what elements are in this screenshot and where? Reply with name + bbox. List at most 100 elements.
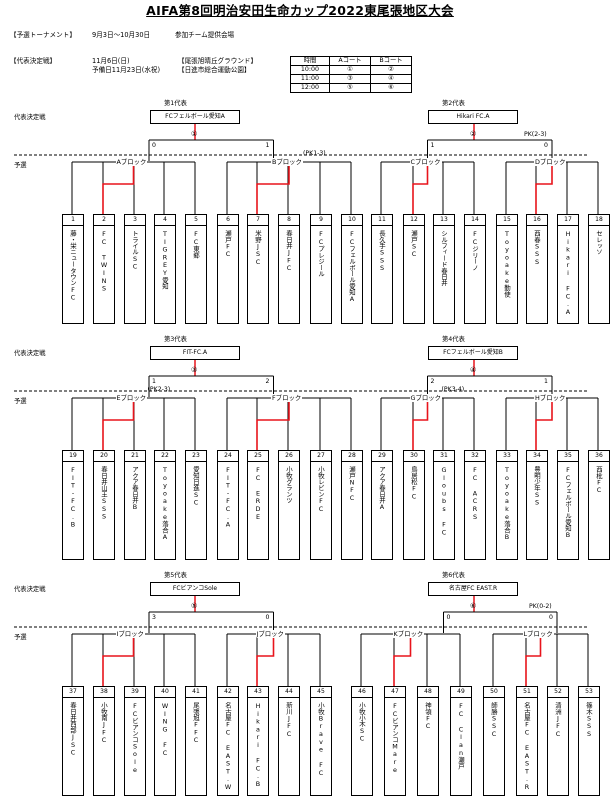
prelim-stage-label: 予選 (14, 634, 27, 641)
team-name: Toyoake勤使 (503, 230, 511, 298)
team-name: セレッソ (595, 230, 603, 255)
winner-path (256, 398, 290, 450)
team-name: トライルSC (131, 230, 139, 271)
final-pk-score: PK(2-3) (524, 131, 547, 138)
court-schedule-table: 時間 Aコート Bコート 10:00 ① ② 11:00 ③ ④ 12:00 ⑤… (290, 56, 412, 93)
final-stage-label: 代表決定戦 (14, 350, 46, 357)
team-number: 22 (155, 451, 175, 462)
prelim-stage-label: 予選 (14, 398, 27, 405)
team-name: FC Clan瀬戸 (457, 702, 465, 770)
team-name: FCビアンコMare (391, 702, 399, 774)
final-score: 0 (549, 614, 553, 621)
rep-team-box: FCビアンコSole (150, 582, 240, 596)
winner-path (412, 162, 429, 214)
prelim-stage-label: 予選 (14, 162, 27, 169)
team-name: 新川JFC (285, 702, 293, 738)
team-number: 12 (404, 215, 424, 226)
team-number: 5 (186, 215, 206, 226)
rep-title: 第6代表 (442, 572, 465, 579)
team-number: 38 (94, 687, 114, 698)
match-number: ① (191, 130, 198, 138)
block-label: Lブロック (522, 630, 554, 638)
team-number: 39 (125, 687, 145, 698)
venue-1: 【尾張旭晴丘グラウンド】 (178, 57, 258, 65)
winner-path (525, 634, 542, 686)
team-number: 42 (218, 687, 238, 698)
rep-team-box: FCフェルボール愛知B (428, 346, 518, 360)
team-number: 50 (484, 687, 504, 698)
team-name: アクア春日井A (378, 466, 386, 511)
team-name: 小牧小木SC (358, 702, 366, 743)
team-box: 3 トライルSC (124, 214, 146, 324)
winner-path (102, 398, 135, 450)
team-name: Toyoake落合A (161, 466, 169, 541)
team-name: FIT-FC.B (69, 466, 77, 529)
team-number: 14 (465, 215, 485, 226)
tournament-venue: 参加チーム提供会場 (175, 31, 235, 39)
team-number: 25 (248, 451, 268, 462)
tournament-label: 【予選トーナメント】 (10, 31, 76, 39)
final-date: 11月6日(日) (92, 57, 130, 65)
rep-title: 第4代表 (442, 336, 465, 343)
final-score: 0 (544, 142, 548, 149)
team-number: 52 (548, 687, 568, 698)
page-title: AIFA第8回明治安田生命カップ2022東尾張地区大会 (146, 3, 454, 18)
team-name: 清洲JFC (554, 702, 562, 738)
team-name: Toyoake落合B (503, 466, 511, 541)
team-name: FCフェルボール愛知B (564, 466, 572, 539)
rep-title: 第5代表 (164, 572, 187, 579)
team-number: 26 (279, 451, 299, 462)
team-name: 長久手SSS (378, 230, 386, 272)
team-name: 名古屋FC EAST.W (224, 702, 232, 791)
block-label: Aブロック (115, 158, 148, 166)
team-name: 神領FC (424, 702, 432, 730)
rep-title: 第1代表 (164, 100, 187, 107)
team-name: FC TWINS (100, 230, 108, 293)
team-number: 37 (63, 687, 83, 698)
winner-path (535, 162, 553, 214)
rep-team-box: FCフェルボール愛知A (150, 110, 240, 124)
court-cell: ⑥ (370, 83, 412, 93)
team-name: 鳥居松FC (410, 466, 418, 501)
team-number: 43 (248, 687, 268, 698)
team-number: 32 (465, 451, 485, 462)
block-pk-score: (PK3-4) (441, 386, 465, 393)
team-name: 春日井山王SSS (100, 466, 108, 521)
rep-team-box: 名古屋FC EAST.R (428, 582, 518, 596)
team-box: 46 小牧小木SC (351, 686, 373, 796)
team-name: 西春SSS (533, 230, 541, 266)
final-score: 2 (265, 378, 270, 385)
team-number: 45 (311, 687, 331, 698)
team-number: 53 (579, 687, 599, 698)
team-name: 小牧レビンFC (317, 466, 325, 513)
team-name: FCプレジール (317, 230, 325, 277)
team-number: 46 (352, 687, 372, 698)
match-number: ② (470, 130, 477, 138)
final-score: 1 (152, 378, 156, 385)
team-number: 3 (125, 215, 145, 226)
